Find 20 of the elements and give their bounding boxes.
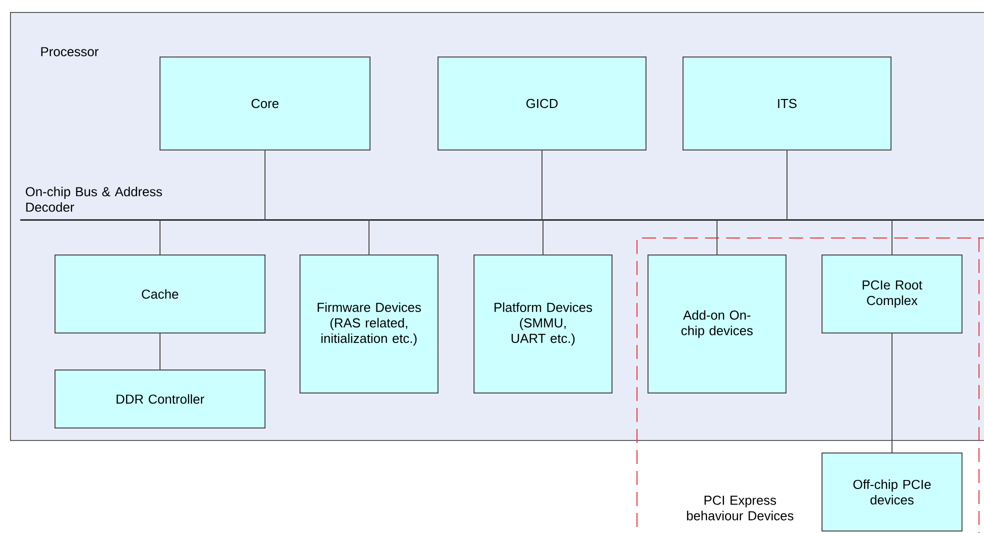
connector-line xyxy=(892,220,893,255)
connector-line xyxy=(542,220,544,255)
component-box: Add-on On-chip devices xyxy=(648,254,786,394)
connector-line xyxy=(786,150,788,220)
component-box: Off-chip PCIe devices xyxy=(822,452,963,532)
component-box: Platform Devices (SMMU, UART etc.) xyxy=(474,254,612,394)
component-box: DDR Controller xyxy=(54,370,266,428)
component-box: Firmware Devices (RAS related, initialization etc.) xyxy=(300,254,438,394)
component-box: Core xyxy=(160,56,370,150)
bus-label: On-chip Bus & Address Decoder xyxy=(26,186,162,212)
region-label: PCI Express behaviour Devices xyxy=(687,496,794,520)
component-box: PCIe Root Complex xyxy=(822,254,963,334)
connector-line xyxy=(892,333,893,453)
connector-line xyxy=(368,220,370,255)
component-box: ITS xyxy=(682,56,892,150)
container-title: Processor xyxy=(41,47,98,56)
connector-line xyxy=(264,150,266,220)
connector-line xyxy=(716,220,718,255)
component-box: Cache xyxy=(54,254,266,334)
component-box: GICD xyxy=(438,56,646,150)
